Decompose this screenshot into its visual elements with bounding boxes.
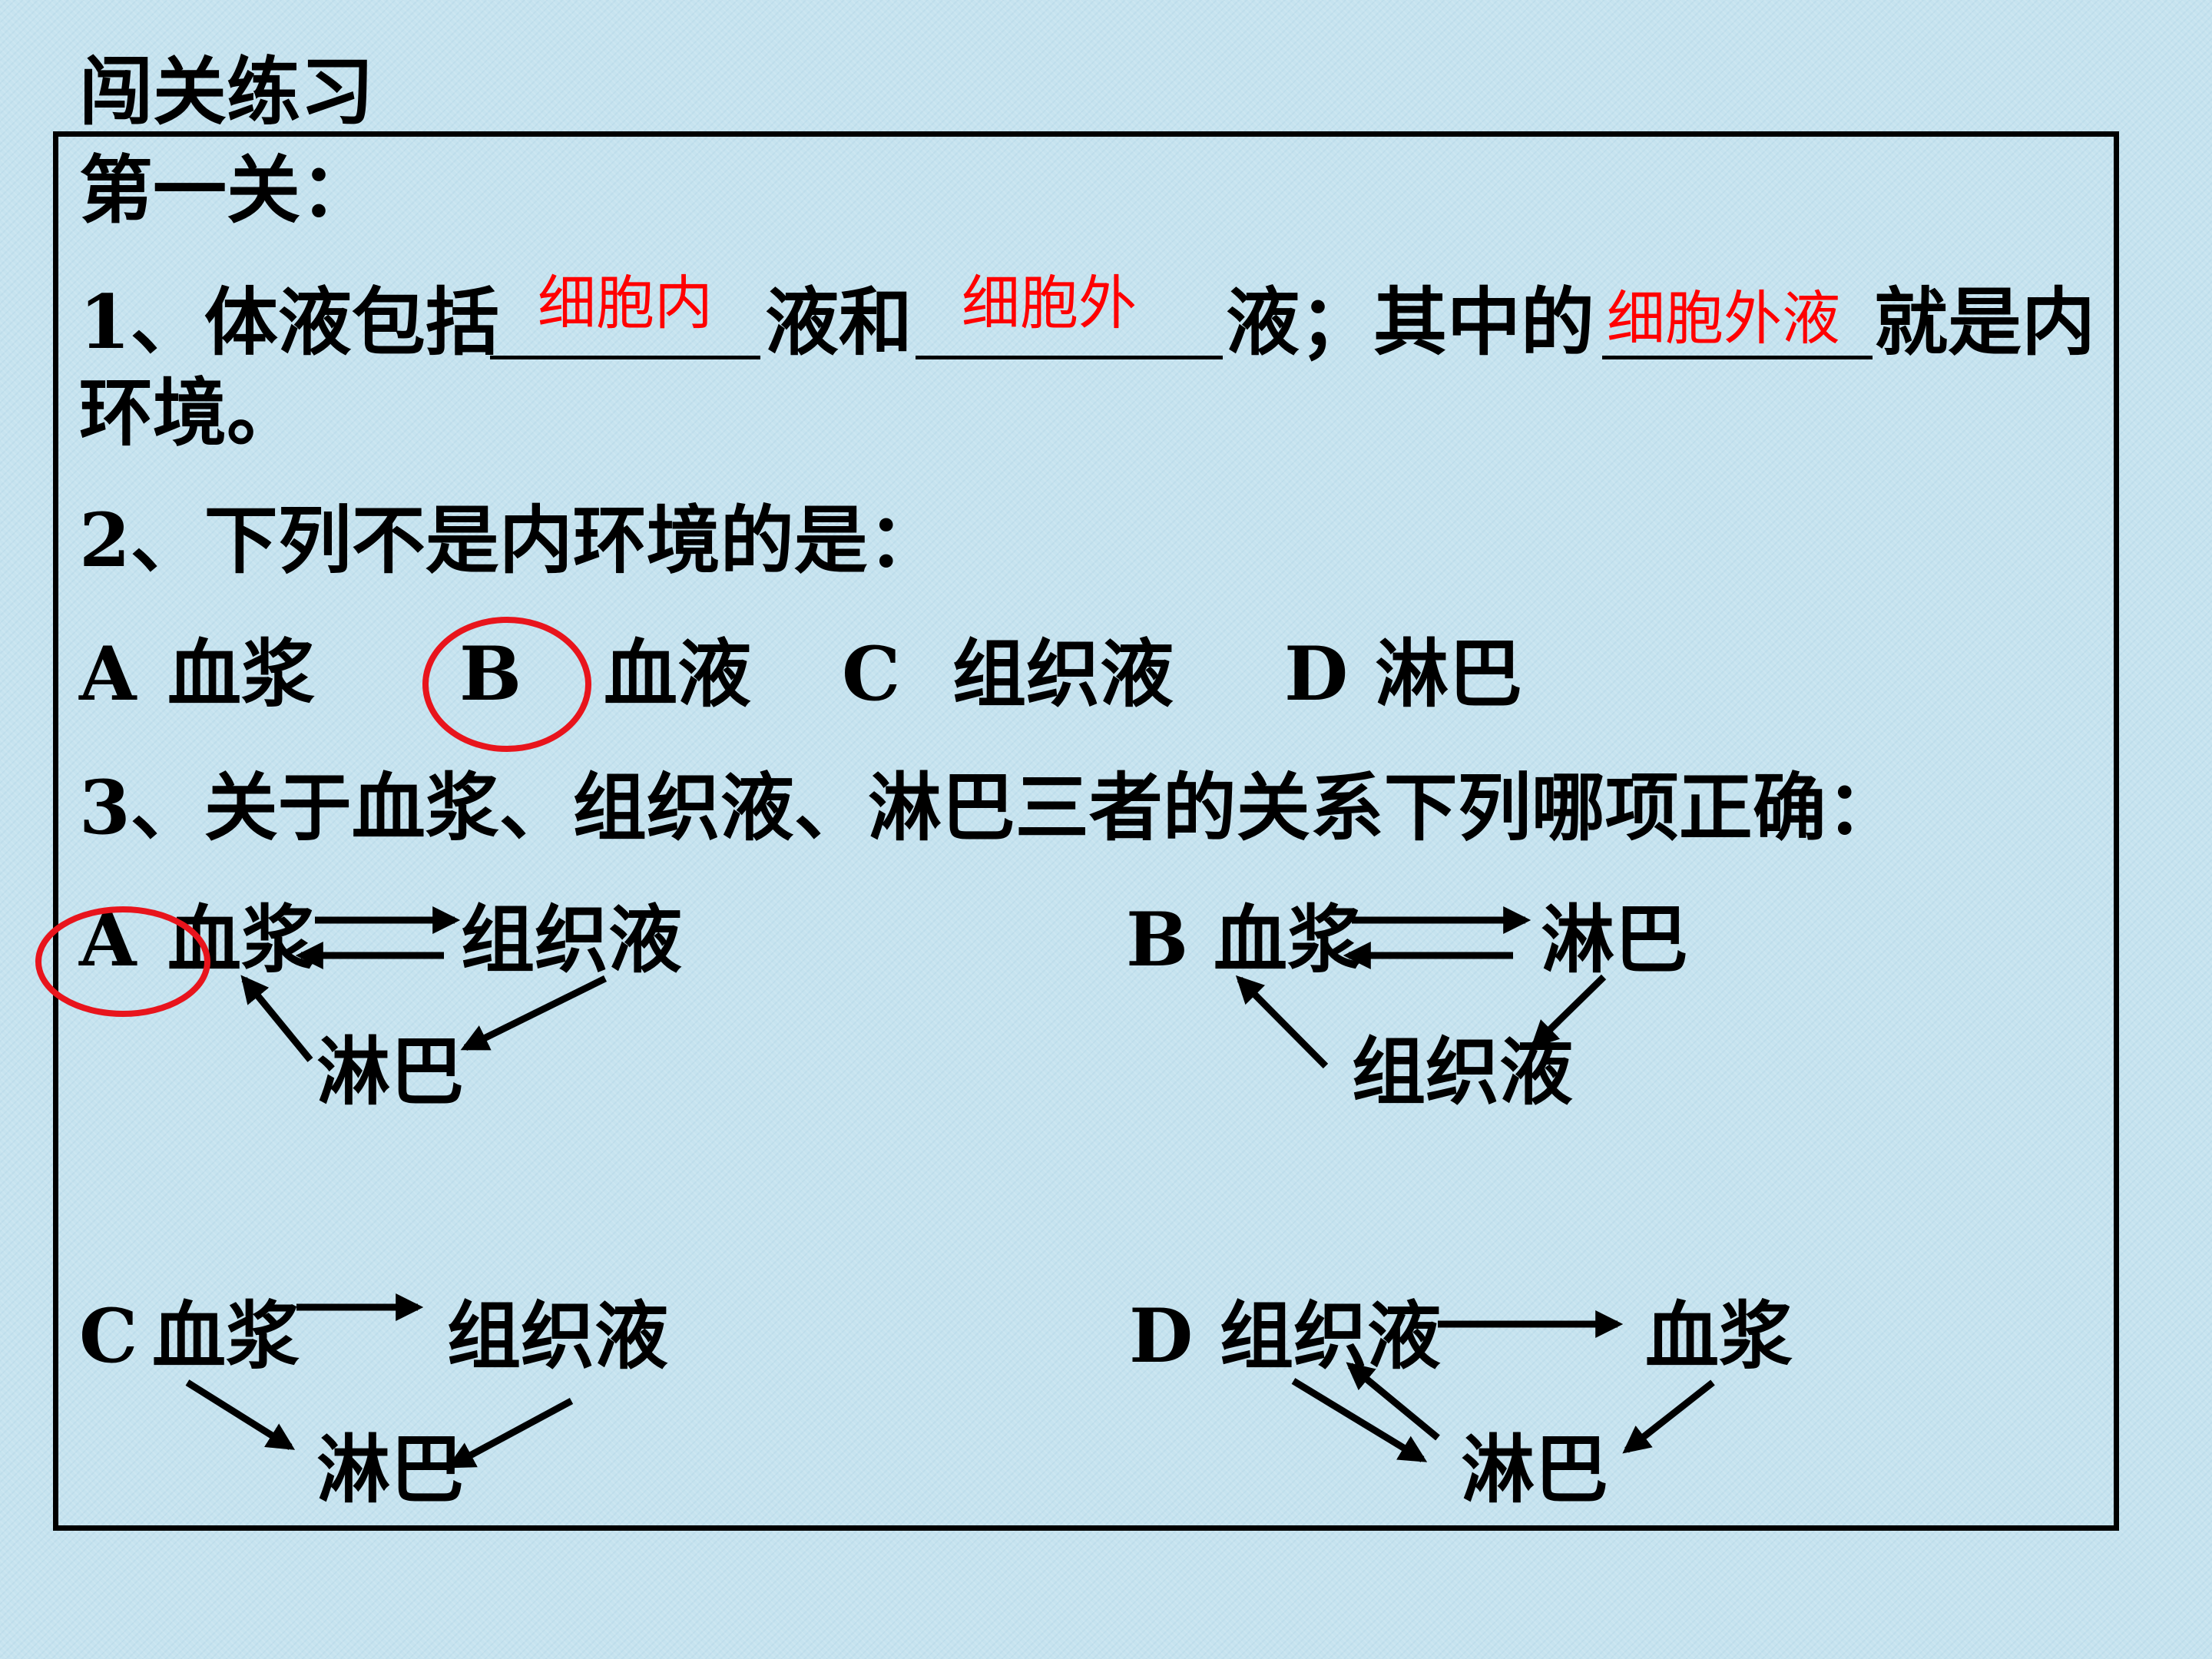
exercise-frame xyxy=(53,131,2119,1531)
q1-answer-1: 细胞内 xyxy=(538,269,713,337)
level-title: 第一关： xyxy=(79,147,374,233)
q1-blank-1 xyxy=(490,356,760,359)
q3-option-d-lymph: 淋巴 xyxy=(1461,1426,1608,1513)
q3-option-b-letter: B xyxy=(1126,896,1189,983)
arrow-a-lymph-to-plasma xyxy=(240,975,313,1062)
arrow-d-plasma-to-lymph xyxy=(1622,1379,1715,1454)
q2-option-c-text: 组织液 xyxy=(952,631,1174,717)
q2-option-d-text: 淋巴 xyxy=(1375,631,1522,717)
option-b-arrows xyxy=(1235,906,1607,1069)
q1-mid-1: 液和 xyxy=(765,279,912,366)
q3-option-a-lymph: 淋巴 xyxy=(316,1028,464,1115)
q1-blank-2 xyxy=(916,356,1223,359)
q1-blank-3 xyxy=(1602,356,1873,359)
q2-question: 2、下列不是内环境的是： xyxy=(79,497,942,584)
q3-answer-circle xyxy=(35,906,210,1017)
q3-option-c-plasma: 血浆 xyxy=(152,1293,300,1379)
q2-answer-circle xyxy=(422,617,591,752)
q2-option-c-letter: C xyxy=(842,631,901,717)
option-c-arrows xyxy=(185,1293,574,1469)
arrow-c-tissue-to-lymph xyxy=(446,1398,574,1469)
q1-mid-2: 液；其中的 xyxy=(1226,279,1594,366)
q3-option-c-lymph: 淋巴 xyxy=(316,1426,464,1513)
arrow-c-plasma-to-lymph xyxy=(185,1379,296,1450)
q3-option-c-letter: C xyxy=(79,1293,138,1379)
arrow-b-lymph-to-tissue xyxy=(1530,974,1607,1049)
q3-option-a-plasma: 血浆 xyxy=(167,896,315,983)
option-d-arrows xyxy=(1291,1310,1715,1462)
q2-option-a-letter: A xyxy=(79,631,137,717)
q1-lead: 1、体液包括 xyxy=(79,279,499,366)
arrow-b-tissue-to-plasma xyxy=(1235,975,1329,1069)
arrow-d-tissue-to-lymph xyxy=(1291,1378,1428,1462)
q3-option-c-tissue-fluid: 组织液 xyxy=(447,1293,668,1379)
q3-option-a-tissue-fluid: 组织液 xyxy=(461,896,682,983)
option-a-arrows xyxy=(240,906,607,1062)
q1-tail-1: 就是内 xyxy=(1874,279,2095,366)
q3-option-d-letter: D xyxy=(1129,1293,1194,1379)
arrow-a-tissue-to-lymph xyxy=(460,975,607,1051)
q1-answer-3: 细胞外液 xyxy=(1607,284,1840,353)
q2-option-d-letter: D xyxy=(1284,631,1349,717)
q2-option-b-text: 血液 xyxy=(604,631,751,717)
q2-option-a-text: 血浆 xyxy=(167,631,315,717)
q3-option-b-lymph: 淋巴 xyxy=(1541,896,1688,983)
q3-option-d-tissue-fluid: 组织液 xyxy=(1220,1293,1441,1379)
q3-question: 3、关于血浆、组织液、淋巴三者的关系下列哪项正确： xyxy=(79,764,1900,851)
q2-option-b-letter: B xyxy=(459,631,522,717)
q1-tail-2: 环境。 xyxy=(79,369,300,456)
q1-answer-2: 细胞外 xyxy=(962,269,1137,337)
q3-option-b-plasma: 血浆 xyxy=(1214,896,1361,983)
arrow-d-lymph-to-tissue xyxy=(1346,1362,1440,1441)
q3-option-d-plasma: 血浆 xyxy=(1645,1293,1793,1379)
page-title: 闯关练习 xyxy=(79,48,374,135)
